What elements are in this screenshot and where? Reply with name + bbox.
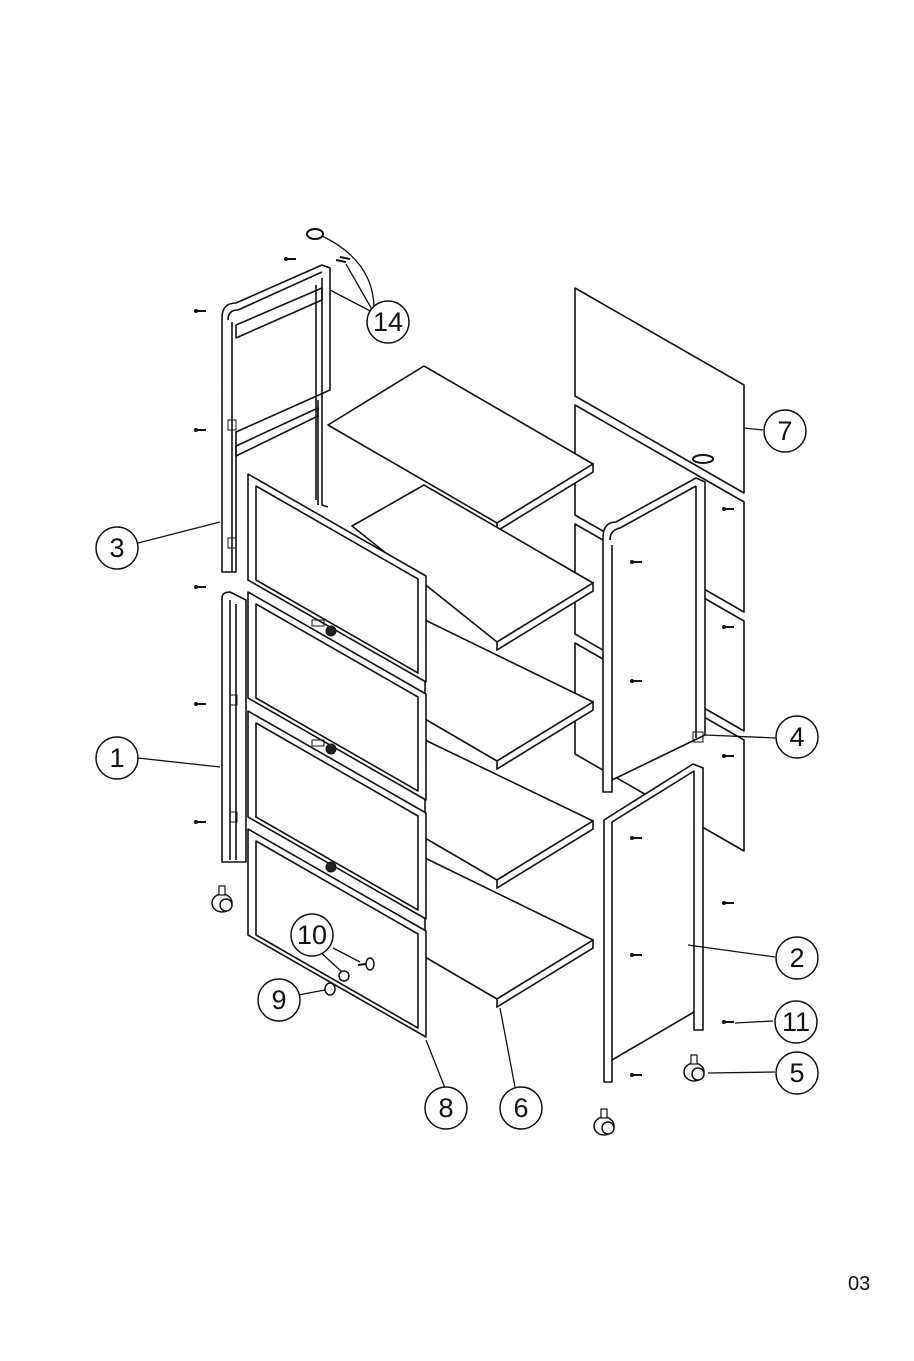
callout-7: 7 [764,410,806,452]
part-9-handle [325,983,335,995]
callout-6-label: 6 [513,1093,528,1123]
callout-14: 14 [367,301,409,343]
callout-11: 11 [775,1001,817,1043]
callout-9: 9 [258,979,300,1021]
callout-8-label: 8 [438,1093,453,1123]
callout-1: 1 [96,737,138,779]
callout-6: 6 [500,1087,542,1129]
callout-14-label: 14 [373,307,403,337]
callout-4-label: 4 [789,722,804,752]
part-14-cam-bolts [307,229,350,262]
callout-5-label: 5 [789,1058,804,1088]
callout-3-label: 3 [109,533,124,563]
callout-4: 4 [776,716,818,758]
callout-11-label: 11 [782,1007,810,1037]
callout-10: 10 [291,914,333,956]
page-number: 03 [848,1273,870,1296]
callout-8: 8 [425,1087,467,1129]
callout-5: 5 [776,1052,818,1094]
callout-10-label: 10 [297,920,327,950]
part-1-left-lower-frame [222,592,246,862]
callout-1-label: 1 [109,743,124,773]
callout-7-label: 7 [777,416,792,446]
part-2-right-lower-frame [604,764,703,1082]
callout-9-label: 9 [271,985,286,1015]
callout-2-label: 2 [789,943,804,973]
callout-3: 3 [96,527,138,569]
callout-2: 2 [776,937,818,979]
